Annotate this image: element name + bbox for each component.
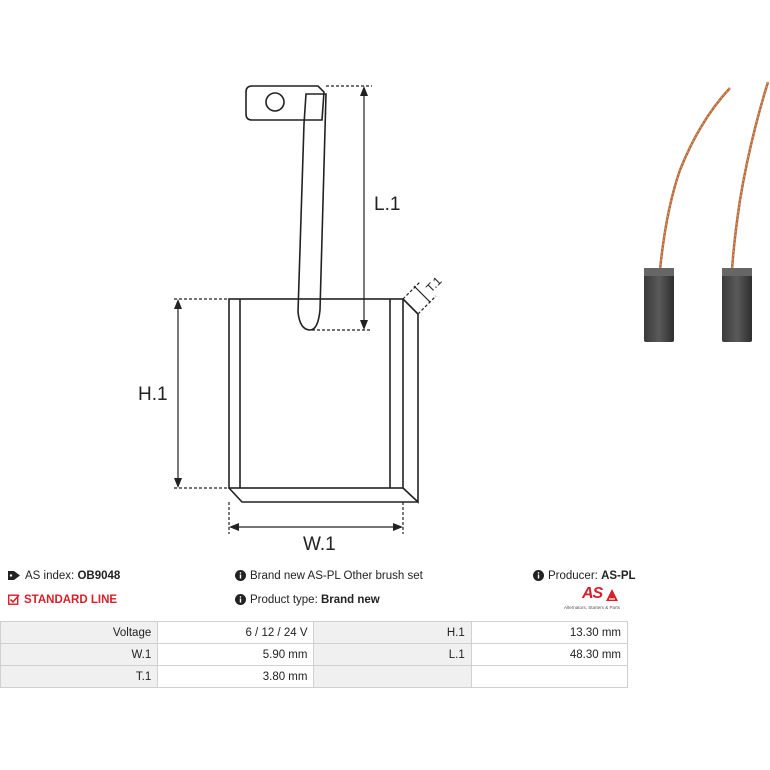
brush-bevel-bottom [228,487,418,503]
tag-icon [8,570,21,585]
product-type-value: Brand new [320,594,380,606]
spec-value: 3.80 mm [157,665,315,688]
info-icon [533,570,544,585]
product-photo [644,81,770,342]
carbon-brush-right [722,268,752,342]
spec-label: H.1 [313,621,472,644]
spec-label: T.1 [0,665,159,688]
brush-bevel-side [402,298,419,504]
table-row: W.1 5.90 mm L.1 48.30 mm [0,643,629,666]
spec-label: L.1 [313,643,472,666]
product-line: STANDARD LINE [7,593,118,609]
producer-label: Producer: [548,570,598,582]
spec-value: 5.90 mm [157,643,315,666]
as-index-label: AS index: [25,570,75,582]
spec-value: 6 / 12 / 24 V [157,621,315,644]
spec-label: Voltage [0,621,159,644]
carbon-brush-left [644,268,674,342]
brush-technical-drawing: L.1 H.1 W.1 T.1 [138,85,445,555]
info-icon [235,594,246,609]
copper-wire-left [658,87,731,271]
table-row: T.1 3.80 mm [0,665,629,688]
product-type: Product type: Brand new [235,593,380,609]
as-index-value: OB9048 [77,570,121,582]
dim-label-w1: W.1 [303,534,336,555]
producer-value: AS-PL [601,570,636,582]
dim-label-t1: T.1 [423,274,444,295]
logo-tagline: Alternators, Starters & Parts [564,605,621,610]
as-index: AS index: OB9048 [8,569,120,585]
spec-label: W.1 [0,643,159,666]
spec-label [313,665,472,688]
product-type-label: Product type: [250,594,318,606]
checkbox-icon [7,594,20,609]
spec-value: 48.30 mm [470,643,629,666]
specifications-table: Voltage 6 / 12 / 24 V H.1 13.30 mm W.1 5… [0,621,629,688]
description-text: Brand new AS-PL Other brush set [250,570,423,582]
dim-label-h1: H.1 [138,384,168,405]
as-pl-logo: AS Alternators, Starters & Parts [564,585,630,615]
table-row: Voltage 6 / 12 / 24 V H.1 13.30 mm [0,621,629,644]
shunt-wire [297,93,327,331]
product-description: Brand new AS-PL Other brush set [235,569,423,585]
terminal-hole [265,92,285,112]
product-line-label: STANDARD LINE [24,594,118,606]
info-icon [235,570,246,585]
brush-body [228,298,404,489]
copper-wire-right [730,81,770,271]
terminal-tab [245,85,325,121]
dim-label-l1: L.1 [374,194,400,215]
logo-flag-icon [606,589,618,601]
producer: Producer: AS-PL [533,569,636,585]
logo-mark: AS [582,585,603,602]
spec-value [470,665,629,688]
spec-value: 13.30 mm [470,621,629,644]
